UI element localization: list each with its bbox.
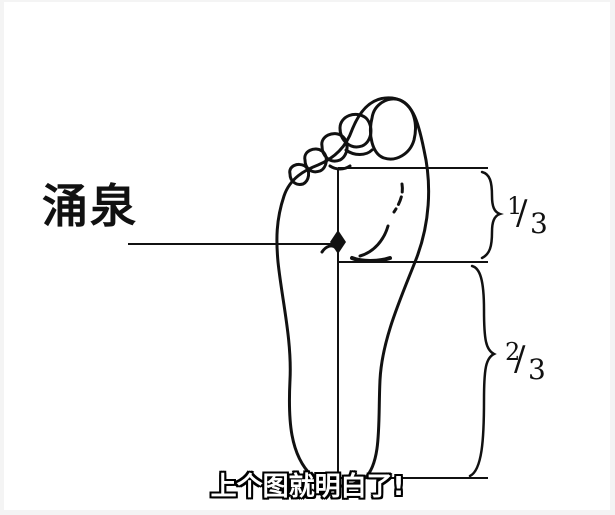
foot-outline: [275, 96, 431, 488]
big-toe: [369, 97, 417, 161]
lower-fraction-numerator: 2: [505, 338, 521, 366]
fraction-slash: /: [514, 339, 526, 379]
upper-brace: [480, 170, 504, 260]
upper-fraction: 1 / 3: [507, 194, 557, 244]
video-subtitle: 上个图就明白了!: [210, 472, 405, 502]
lower-fraction: 2 / 3: [505, 340, 555, 390]
toe-5: [288, 162, 311, 186]
acupoint-marker: [330, 230, 346, 254]
lower-brace: [468, 264, 497, 478]
diagram-canvas: [4, 2, 610, 510]
upper-fraction-denominator: 3: [530, 207, 548, 240]
lower-fraction-denominator: 3: [528, 353, 546, 386]
fraction-slash: /: [516, 193, 528, 233]
acupoint-label: 涌泉: [42, 179, 138, 233]
upper-fraction-numerator: 1: [507, 192, 523, 220]
